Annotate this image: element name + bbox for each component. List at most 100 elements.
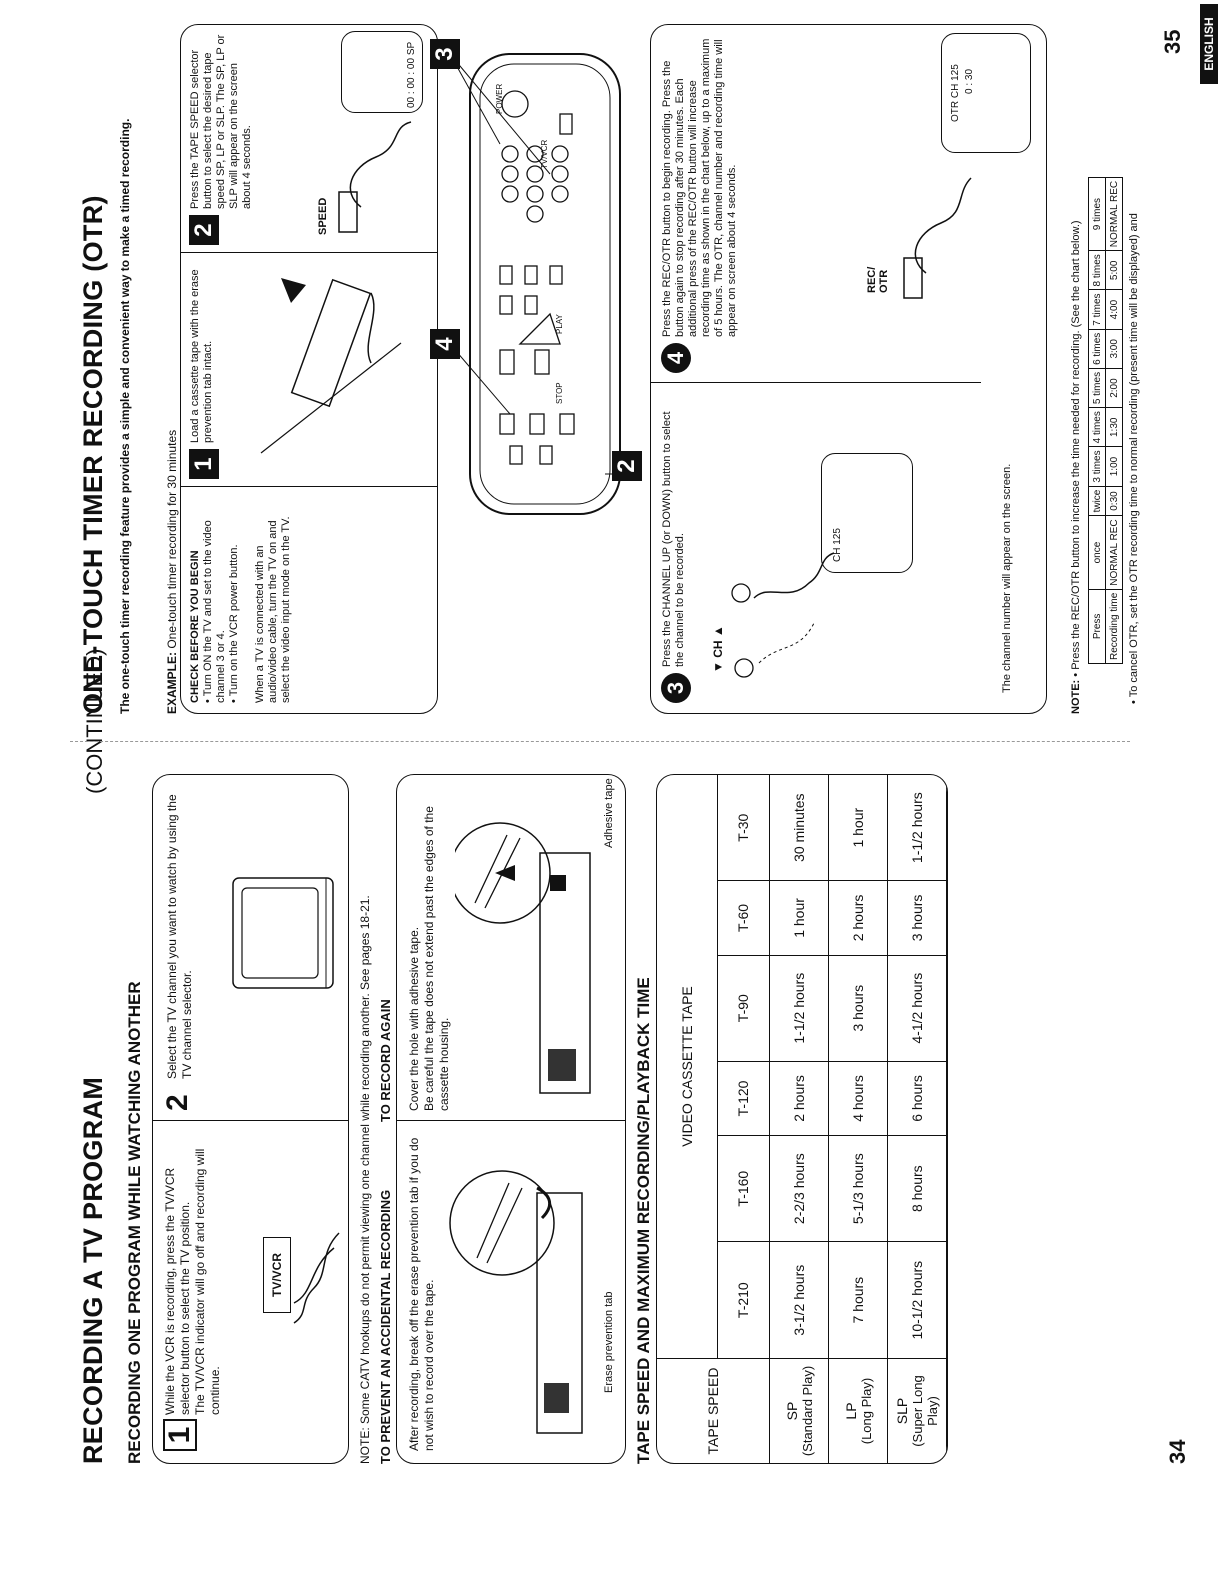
check-before-text: CHECK BEFORE YOU BEGIN • Turn ON the TV …: [189, 493, 293, 703]
table-cell: 3:00: [1105, 329, 1123, 369]
hand-press-channel-icon: [731, 552, 835, 678]
example-label: EXAMPLE:: [165, 651, 179, 714]
record-again-line2: Be careful the tape does not extend past…: [422, 806, 451, 1111]
note-prefix: NOTE:: [1070, 679, 1082, 714]
hand-press-rec-icon: [903, 177, 972, 299]
otr-top-box: CHECK BEFORE YOU BEGIN • Turn ON the TV …: [180, 24, 438, 714]
otr-note-line2: • To cancel OTR, set the OTR recording t…: [1128, 213, 1140, 704]
table-cell: 8 hours: [887, 1135, 947, 1242]
example-text: One-touch timer recording for 30 minutes: [165, 429, 179, 652]
screen-channel-text: CH 125: [832, 528, 843, 562]
speed-cell: SLP(Super Long Play): [887, 1358, 947, 1464]
cassette-adhesive-tape-icon: [455, 822, 591, 1094]
table-cell: 2 hours: [828, 880, 888, 956]
speed-subtitle: (Standard Play): [799, 1365, 815, 1457]
table-cell: 1:00: [1105, 446, 1123, 487]
table-cell: 5-1/3 hours: [828, 1135, 888, 1242]
step-number: 4: [661, 343, 691, 373]
page-title-left: RECORDING A TV PROGRAM: [78, 1076, 108, 1464]
remote-callout-2: 2: [612, 451, 642, 481]
watch-step2-text: Select the TV channel you want to watch …: [165, 794, 194, 1079]
otr-intro: The one-touch timer recording feature pr…: [118, 118, 132, 714]
otr-step2-text: Press the TAPE SPEED selector button to …: [189, 34, 253, 209]
page-number-left: 34: [1165, 1439, 1190, 1464]
watching-heading: RECORDING ONE PROGRAM WHILE WATCHING ANO…: [125, 981, 144, 1464]
otr-bottom-box: 3 Press the CHANNEL UP (or DOWN) button …: [650, 24, 1047, 714]
step-number: 2: [161, 1094, 194, 1111]
table-cell: 2 hours: [769, 1061, 829, 1136]
page-number-right: 35: [1160, 29, 1185, 54]
otr-step3-text: Press the CHANNEL UP (or DOWN) button to…: [661, 411, 686, 667]
prevent-heading: TO PREVENT AN ACCIDENTAL RECORDING: [378, 1189, 393, 1464]
table-cell: 1 hour: [769, 880, 829, 956]
rec-otr-label: REC/ OTR: [866, 266, 890, 293]
ch-down-icon: ▼: [711, 661, 725, 673]
watching-box: 1 While the VCR is recording, press the …: [152, 774, 349, 1464]
screen-otr-line1: OTR CH 125: [950, 64, 961, 122]
note-line1-text: • Press the REC/OTR button to increase t…: [1070, 220, 1082, 677]
tape-column-header: T-160: [717, 1135, 770, 1242]
col-group-header: VIDEO CASSETTE TAPE: [656, 774, 718, 1359]
ch-label: ▼ CH ▲: [711, 625, 725, 673]
check-heading: CHECK BEFORE YOU BEGIN: [189, 550, 201, 703]
example-line: EXAMPLE: One-touch timer recording for 3…: [165, 430, 179, 714]
hand-press-icon: [293, 1232, 340, 1324]
tv-vcr-button: TV/VCR: [263, 1237, 291, 1313]
remote-callout-3: 3: [430, 39, 460, 69]
step-number: 3: [661, 673, 691, 703]
otr-step4-text: Press the REC/OTR button to begin record…: [661, 38, 738, 337]
catv-note: NOTE: Some CATV hookups do not permit vi…: [358, 895, 372, 1464]
otr-step1-text: Load a cassette tape with the erase prev…: [189, 269, 214, 443]
table-cell: 1:30: [1105, 407, 1123, 447]
tv-screen-speed: 00 : 00 : 00 SP: [341, 31, 423, 113]
otr-note-line1: NOTE: • Press the REC/OTR button to incr…: [1070, 14, 1083, 714]
table-cell: NORMAL REC: [1105, 177, 1123, 251]
step-number: 1: [189, 449, 219, 479]
table-cell: 0:30: [1105, 486, 1123, 516]
table-cell: Press: [1088, 589, 1106, 664]
tape-column-header: T-210: [717, 1241, 770, 1359]
speed-name: LP: [842, 1402, 859, 1420]
adhesive-tape-label: Adhesive tape: [603, 778, 615, 848]
tape-table-heading: TAPE SPEED AND MAXIMUM RECORDING/PLAYBAC…: [634, 977, 653, 1464]
hand-press-speed-icon: [338, 121, 412, 233]
prevent-text: After recording, break off the erase pre…: [407, 1137, 436, 1451]
watch-step1-text: While the VCR is recording, press the TV…: [163, 1125, 223, 1415]
table-cell: NORMAL REC: [1105, 515, 1123, 590]
speed-name: SLP: [894, 1397, 910, 1425]
step-number: 2: [189, 215, 219, 245]
remote-callout-4: 4: [430, 329, 460, 359]
speed-cell: SP(Standard Play): [769, 1358, 829, 1464]
table-cell: 9 times: [1088, 177, 1106, 251]
table-cell: 7 hours: [828, 1241, 888, 1359]
check-para: When a TV is connected with an audio/vid…: [254, 516, 292, 703]
tape-column-header: T-120: [717, 1061, 770, 1136]
page-divider: [70, 741, 1130, 742]
table-cell: 4:00: [1105, 289, 1123, 330]
step-number: 1: [163, 1419, 197, 1451]
tv-screen-otr: OTR CH 125 0 : 30: [941, 33, 1031, 153]
tv-set-icon: [232, 877, 334, 989]
table-cell: 5:00: [1105, 250, 1123, 290]
table-cell: 7 times: [1088, 289, 1106, 330]
page-title-right: ONE-TOUCH TIMER RECORDING (OTR): [78, 195, 108, 714]
table-cell: 6 times: [1088, 329, 1106, 369]
table-cell: 10-1/2 hours: [887, 1241, 947, 1359]
tape-column-header: T-30: [717, 774, 770, 881]
table-cell: once: [1088, 515, 1106, 590]
remote-play-label: PLAY: [555, 314, 564, 334]
table-cell: twice: [1088, 486, 1106, 516]
record-again-heading: TO RECORD AGAIN: [378, 999, 393, 1122]
table-cell: 3 hours: [828, 955, 888, 1062]
ch-up-icon: ▲: [711, 625, 725, 638]
table-cell: 4-1/2 hours: [887, 955, 947, 1062]
table-cell: 8 times: [1088, 250, 1106, 290]
erase-tab-box: After recording, break off the erase pre…: [396, 774, 626, 1464]
table-cell: Recording time: [1105, 589, 1123, 664]
tape-column-header: T-90: [717, 955, 770, 1062]
record-again-text: Cover the hole with adhesive tape. Be ca…: [407, 791, 452, 1111]
table-cell: 1-1/2 hours: [769, 955, 829, 1062]
